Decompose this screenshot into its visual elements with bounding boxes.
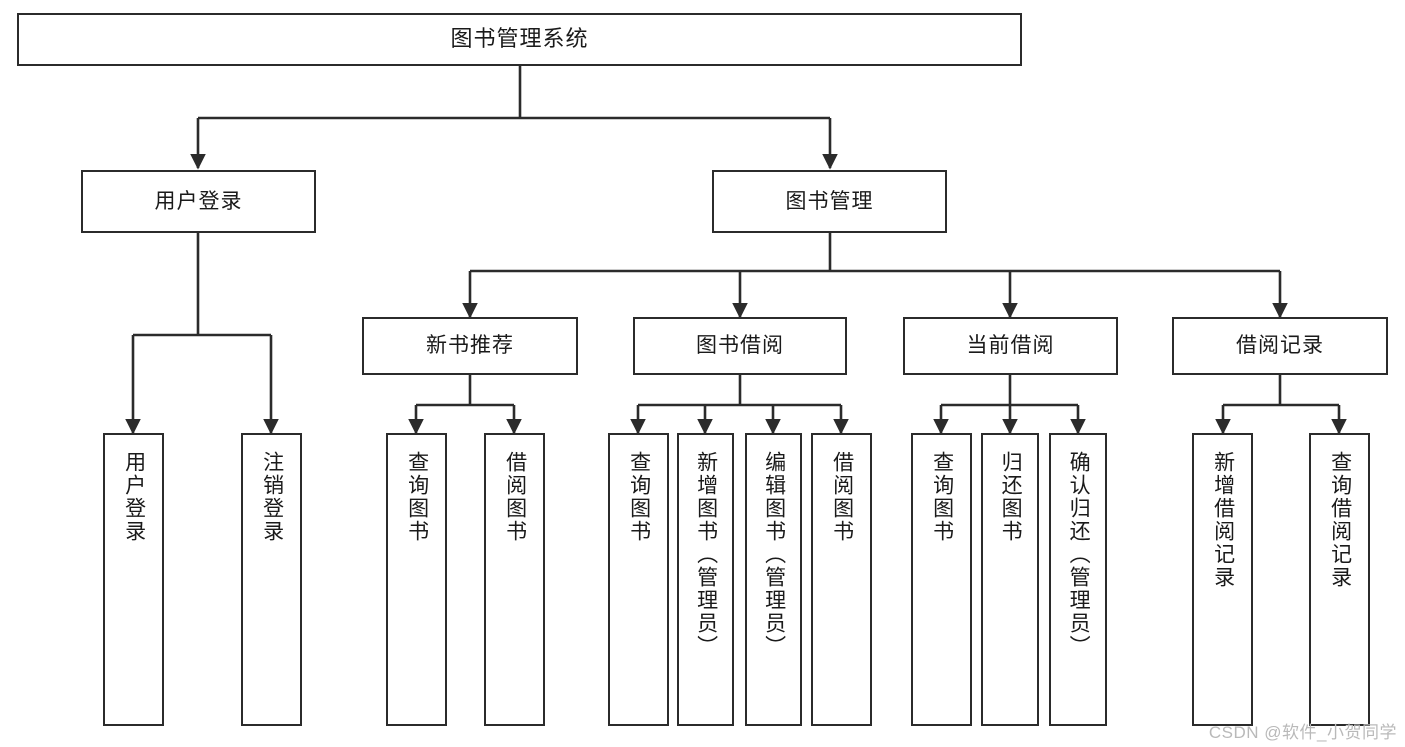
leaf-query-borrow-record[interactable]: 查询借阅记录 bbox=[1309, 433, 1370, 726]
leaf-confirm-return-admin[interactable]: 确认归还（管理员） bbox=[1049, 433, 1107, 726]
node-label: 图书管理 bbox=[785, 189, 874, 213]
node-label: 新增借阅记录 bbox=[1211, 451, 1235, 589]
node-label: 借阅记录 bbox=[1236, 334, 1324, 358]
node-label: 查询图书 bbox=[405, 451, 429, 543]
leaf-query-book-current[interactable]: 查询图书 bbox=[911, 433, 972, 726]
leaf-add-book-admin[interactable]: 新增图书（管理员） bbox=[677, 433, 734, 726]
node-label: 借阅图书 bbox=[830, 451, 854, 543]
node-label: 查询图书 bbox=[930, 451, 954, 543]
node-label: 新书推荐 bbox=[426, 334, 514, 358]
csdn-watermark: CSDN @软件_小贺同学 bbox=[1208, 723, 1397, 742]
node-book-borrow[interactable]: 图书借阅 bbox=[633, 317, 847, 375]
node-label: 当前借阅 bbox=[966, 334, 1055, 358]
node-label: 归还图书 bbox=[999, 451, 1023, 543]
node-book-management-system[interactable]: 图书管理系统 bbox=[17, 13, 1022, 66]
node-label: 用户登录 bbox=[154, 189, 243, 213]
node-label: 注销登录 bbox=[260, 451, 284, 543]
node-label: 编辑图书（管理员） bbox=[762, 451, 786, 658]
node-current-borrow[interactable]: 当前借阅 bbox=[903, 317, 1118, 375]
node-book-management[interactable]: 图书管理 bbox=[712, 170, 947, 233]
node-label: 查询借阅记录 bbox=[1328, 451, 1352, 589]
node-label: 借阅图书 bbox=[503, 451, 527, 543]
leaf-add-borrow-record[interactable]: 新增借阅记录 bbox=[1192, 433, 1253, 726]
leaf-edit-book-admin[interactable]: 编辑图书（管理员） bbox=[745, 433, 802, 726]
leaf-logout-login[interactable]: 注销登录 bbox=[241, 433, 302, 726]
leaf-borrow-book-recommend[interactable]: 借阅图书 bbox=[484, 433, 545, 726]
leaf-borrow-book-borrow[interactable]: 借阅图书 bbox=[811, 433, 872, 726]
leaf-return-book[interactable]: 归还图书 bbox=[981, 433, 1039, 726]
leaf-user-login[interactable]: 用户登录 bbox=[103, 433, 164, 726]
leaf-query-book-recommend[interactable]: 查询图书 bbox=[386, 433, 447, 726]
node-label: 图书管理系统 bbox=[450, 26, 589, 52]
node-label: 查询图书 bbox=[627, 451, 651, 543]
node-label: 图书借阅 bbox=[696, 334, 784, 358]
node-label: 用户登录 bbox=[122, 451, 146, 543]
node-user-login[interactable]: 用户登录 bbox=[81, 170, 316, 233]
node-label: 新增图书（管理员） bbox=[694, 451, 718, 658]
node-new-book-recommend[interactable]: 新书推荐 bbox=[362, 317, 578, 375]
node-borrow-record[interactable]: 借阅记录 bbox=[1172, 317, 1388, 375]
leaf-query-book-borrow[interactable]: 查询图书 bbox=[608, 433, 669, 726]
node-label: 确认归还（管理员） bbox=[1067, 451, 1091, 658]
